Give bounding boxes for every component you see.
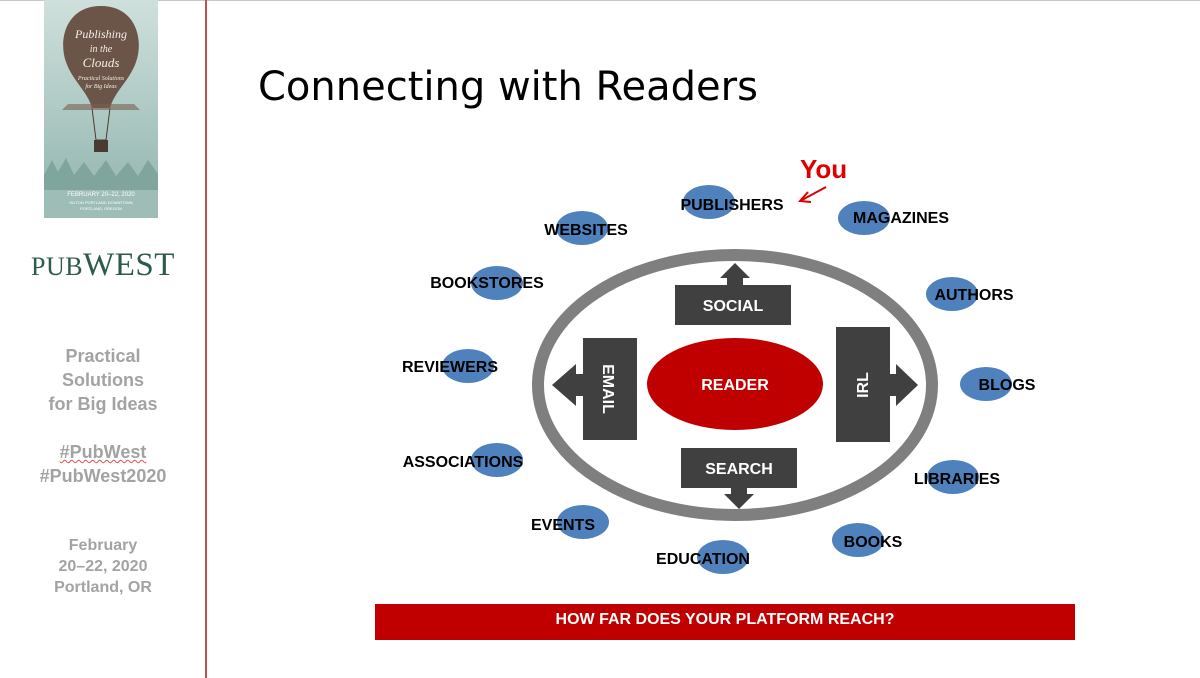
hashtag-pubwest2020: #PubWest2020 (39, 466, 167, 486)
platform-ring (532, 249, 938, 521)
irl-label: IRL (855, 372, 872, 398)
email-label: EMAIL (599, 364, 616, 414)
hashtag-pubwest: #PubWest (59, 442, 147, 462)
node-bookstores: BOOKSTORES (430, 266, 544, 300)
node-libraries: LIBRARIES (914, 460, 1001, 494)
node-education: EDUCATION (656, 540, 750, 574)
tagline-line2: Solutions (62, 370, 144, 390)
email-arrow-icon (552, 364, 576, 406)
node-magazines: MAGAZINES (838, 201, 949, 235)
poster-line5: for Big Ideas (85, 83, 117, 90)
node-events-label: EVENTS (531, 517, 595, 534)
social-channel: SOCIAL (675, 263, 791, 325)
you-annotation: You (800, 154, 847, 184)
search-channel: SEARCH (681, 448, 797, 509)
node-books-label: BOOKS (844, 534, 903, 551)
node-websites: WEBSITES (544, 211, 628, 245)
poster-line4: Practical Solutions (77, 76, 125, 82)
node-education-label: EDUCATION (656, 551, 750, 568)
node-associations: ASSOCIATIONS (403, 443, 524, 477)
node-libraries-label: LIBRARIES (914, 471, 1001, 488)
node-publishers-label: PUBLISHERS (680, 197, 783, 214)
event-date-line1: February (68, 537, 138, 554)
node-websites-label: WEBSITES (544, 222, 628, 239)
poster-city: PORTLAND, OREGON (80, 206, 122, 211)
node-authors: AUTHORS (926, 277, 1014, 311)
sidebar-divider (205, 0, 207, 678)
balloon-icon (63, 6, 139, 108)
you-arrow-icon (797, 186, 827, 203)
search-arrow-icon (724, 494, 754, 509)
poster-line2: in the (90, 44, 113, 55)
irl-channel: IRL (836, 327, 918, 442)
top-border (0, 0, 1200, 1)
poster-line1: Publishing (74, 27, 127, 41)
slide-title: Connecting with Readers (258, 64, 758, 110)
social-label: SOCIAL (703, 298, 764, 315)
irl-arrow-icon (896, 364, 918, 406)
node-bookstores-label: BOOKSTORES (430, 275, 544, 292)
poster-line3: Clouds (83, 55, 120, 70)
search-label: SEARCH (705, 461, 773, 478)
tagline-line3: for Big Ideas (48, 394, 158, 414)
email-channel: EMAIL (552, 338, 637, 440)
event-date-line2: 20–22, 2020 (58, 558, 148, 575)
sidebar: Publishing in the Clouds Practical Solut… (0, 0, 206, 678)
node-reviewers-label: REVIEWERS (402, 359, 498, 376)
poster-dates: FEBRUARY 20–22, 2020 (67, 192, 135, 198)
node-associations-label: ASSOCIATIONS (403, 454, 524, 471)
pubwest-logo: PUBWEST (31, 247, 175, 283)
node-authors-label: AUTHORS (934, 287, 1013, 304)
node-events: EVENTS (531, 505, 609, 539)
event-date-line3: Portland, OR (54, 579, 152, 596)
node-publishers: PUBLISHERS (680, 185, 784, 219)
node-reviewers: REVIEWERS (402, 349, 498, 383)
poster-venue: HILTON PORTLAND DOWNTOWN (69, 200, 132, 205)
node-blogs-label: BLOGS (979, 377, 1036, 394)
node-blogs: BLOGS (960, 367, 1036, 401)
tagline-line1: Practical (65, 346, 141, 366)
social-arrow-icon (720, 263, 750, 278)
node-books: BOOKS (832, 523, 903, 557)
reader-ellipse (647, 338, 823, 430)
reader-label: READER (701, 377, 769, 394)
platform-reach-banner: HOW FAR DOES YOUR PLATFORM REACH? (375, 604, 1075, 640)
conference-poster: Publishing in the Clouds Practical Solut… (44, 0, 158, 218)
node-magazines-label: MAGAZINES (853, 210, 949, 227)
